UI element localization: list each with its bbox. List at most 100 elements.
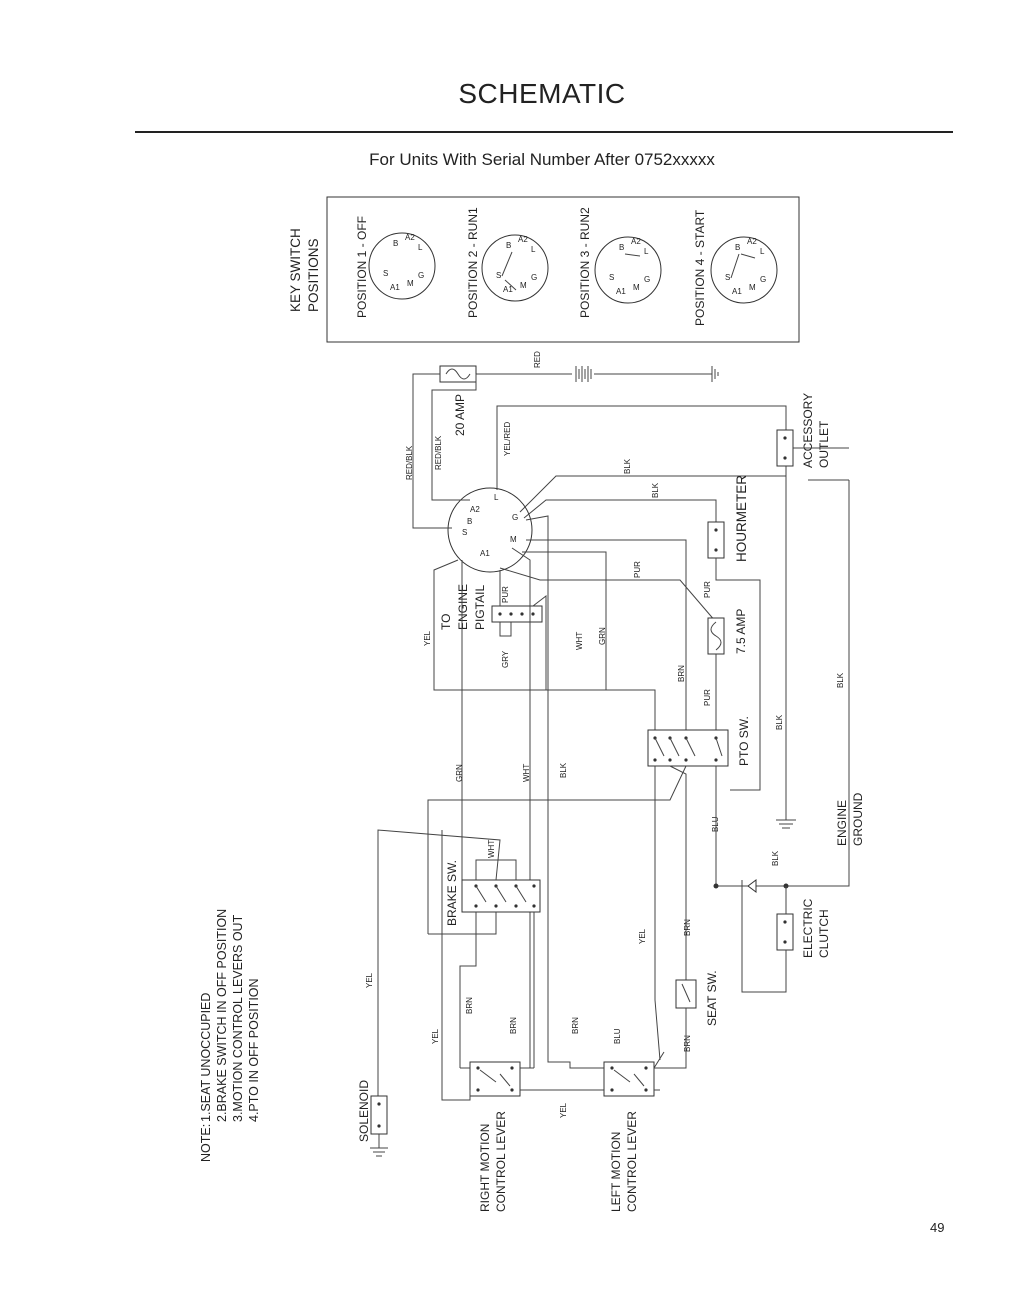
svg-text:M: M bbox=[510, 535, 517, 544]
wire-label-red-blk-2: RED/BLK bbox=[434, 435, 443, 470]
svg-text:G: G bbox=[531, 273, 537, 282]
seat-switch-label: SEAT SW. bbox=[705, 970, 719, 1026]
svg-text:G: G bbox=[418, 271, 424, 280]
pigtail-label-1: TO bbox=[439, 614, 453, 630]
wire-yel-red bbox=[496, 405, 787, 490]
wire-label-pur-pigtail: PUR bbox=[501, 586, 510, 603]
wire-label-grn-2: GRN bbox=[455, 764, 464, 782]
svg-text:M: M bbox=[520, 281, 527, 290]
svg-text:A1: A1 bbox=[480, 549, 490, 558]
note-item-2: 2.BRAKE SWITCH IN OFF POSITION bbox=[215, 909, 229, 1122]
svg-text:A1: A1 bbox=[616, 287, 626, 296]
wire-label-yel-2: YEL bbox=[365, 972, 374, 988]
wire-label-pur-1: PUR bbox=[633, 561, 642, 578]
pto-switch-label: PTO SW. bbox=[737, 716, 751, 766]
engine-ground-label-1: ENGINE bbox=[835, 800, 849, 846]
key-position-1-label: POSITION 1 - OFF bbox=[355, 216, 369, 318]
wire-blk-clutch-return bbox=[786, 480, 850, 887]
svg-text:A2: A2 bbox=[518, 235, 528, 244]
wire-label-brn-4: BRN bbox=[571, 1017, 580, 1034]
key-switch-title-line1: KEY SWITCH bbox=[288, 228, 303, 312]
wire-label-pur-2: PUR bbox=[703, 581, 712, 598]
svg-text:S: S bbox=[725, 273, 730, 282]
brake-switch bbox=[461, 879, 541, 913]
wire-label-pur-3: PUR bbox=[703, 689, 712, 706]
wire-yel-solenoid bbox=[377, 829, 501, 1096]
svg-text:S: S bbox=[496, 271, 501, 280]
wire-label-yel-5: YEL bbox=[559, 1102, 568, 1118]
wire-label-wht-3: WHT bbox=[487, 840, 496, 858]
wire-red-blk-a2 bbox=[431, 374, 477, 501]
fuse-7-5-amp bbox=[707, 617, 725, 655]
svg-text:A1: A1 bbox=[503, 285, 513, 294]
left-motion-label-2: CONTROL LEVER bbox=[625, 1111, 639, 1212]
wire-label-brn-6: BRN bbox=[683, 1035, 692, 1052]
solenoid bbox=[370, 1095, 388, 1157]
svg-text:B: B bbox=[506, 241, 511, 250]
wire-label-yel-3: YEL bbox=[431, 1028, 440, 1044]
svg-text:G: G bbox=[760, 275, 766, 284]
hourmeter-label: HOURMETER bbox=[734, 475, 749, 562]
hourmeter bbox=[707, 521, 725, 559]
wire-label-brn-5: BRN bbox=[683, 919, 692, 936]
wire-label-red: RED bbox=[533, 351, 542, 368]
svg-text:B: B bbox=[467, 517, 472, 526]
engine-pigtail-connector bbox=[491, 605, 543, 623]
svg-text:L: L bbox=[418, 243, 423, 252]
svg-text:B: B bbox=[619, 243, 624, 252]
key-position-3-label: POSITION 3 - RUN2 bbox=[578, 207, 592, 318]
battery bbox=[476, 366, 719, 382]
clutch-diode bbox=[747, 879, 757, 893]
key-position-2-label: POSITION 2 - RUN1 bbox=[466, 207, 480, 318]
svg-text:A2: A2 bbox=[470, 505, 480, 514]
wire-brn-right bbox=[459, 912, 477, 1068]
svg-text:A2: A2 bbox=[405, 233, 415, 242]
wire-blk-hourmeter bbox=[523, 499, 717, 522]
svg-text:A2: A2 bbox=[747, 237, 757, 246]
wire-label-blk-3: BLK bbox=[775, 714, 784, 730]
wire-label-yel-4: YEL bbox=[638, 928, 647, 944]
svg-text:A2: A2 bbox=[631, 237, 641, 246]
wire-label-brn-1: BRN bbox=[677, 665, 686, 682]
fuse-20-amp-label: 20 AMP bbox=[453, 394, 467, 436]
page-number: 49 bbox=[930, 1220, 945, 1235]
solenoid-label: SOLENOID bbox=[357, 1080, 371, 1142]
wire-label-blk-2: BLK bbox=[651, 482, 660, 498]
key-position-2-diagram: S B A2L GM A1 bbox=[481, 234, 549, 302]
ignition-switch: S B A2 L G M A1 bbox=[447, 487, 533, 573]
svg-text:L: L bbox=[760, 247, 765, 256]
wire-grn-pigtail bbox=[522, 551, 607, 690]
wire-label-blu-2: BLU bbox=[613, 1028, 622, 1044]
wire-pur-fuse bbox=[499, 567, 717, 623]
wire-brn-pto bbox=[526, 539, 687, 730]
wire-label-blk-1: BLK bbox=[623, 458, 632, 474]
svg-text:M: M bbox=[749, 283, 756, 292]
svg-text:L: L bbox=[644, 247, 649, 256]
svg-text:L: L bbox=[531, 245, 536, 254]
engine-ground-symbol bbox=[776, 819, 796, 829]
wire-label-brn-3: BRN bbox=[509, 1017, 518, 1034]
note-item-3: 3.MOTION CONTROL LEVERS OUT bbox=[231, 914, 245, 1122]
wire-label-gry: GRY bbox=[501, 650, 510, 668]
pto-switch bbox=[647, 729, 729, 767]
page-title: SCHEMATIC bbox=[458, 78, 626, 109]
wire-label-blk-4: BLK bbox=[836, 672, 845, 688]
page-subtitle: For Units With Serial Number After 0752x… bbox=[369, 150, 715, 169]
wire-label-grn-1: GRN bbox=[598, 627, 607, 645]
pigtail-label-2: ENGINE bbox=[456, 584, 470, 630]
right-motion-label-2: CONTROL LEVER bbox=[494, 1111, 508, 1212]
brake-switch-label: BRAKE SW. bbox=[445, 860, 459, 926]
title-divider bbox=[135, 131, 953, 133]
note-item-1: 1.SEAT UNOCCUPIED bbox=[199, 993, 213, 1122]
wire-label-wht-2: WHT bbox=[522, 764, 531, 782]
accessory-label-1: ACCESSORY bbox=[801, 393, 815, 468]
wire-yel-pigtail bbox=[433, 559, 656, 730]
wire-label-red-blk-1: RED/BLK bbox=[405, 445, 414, 480]
key-position-4-label: POSITION 4 - START bbox=[693, 209, 707, 326]
svg-text:A1: A1 bbox=[732, 287, 742, 296]
wire-label-blk-5: BLK bbox=[559, 762, 568, 778]
wire-blk-accessory bbox=[519, 466, 787, 513]
wire-wht-pigtail bbox=[532, 594, 547, 690]
wire-label-yel-red: YEL/RED bbox=[503, 422, 512, 456]
wire-label-brn-2: BRN bbox=[465, 997, 474, 1014]
